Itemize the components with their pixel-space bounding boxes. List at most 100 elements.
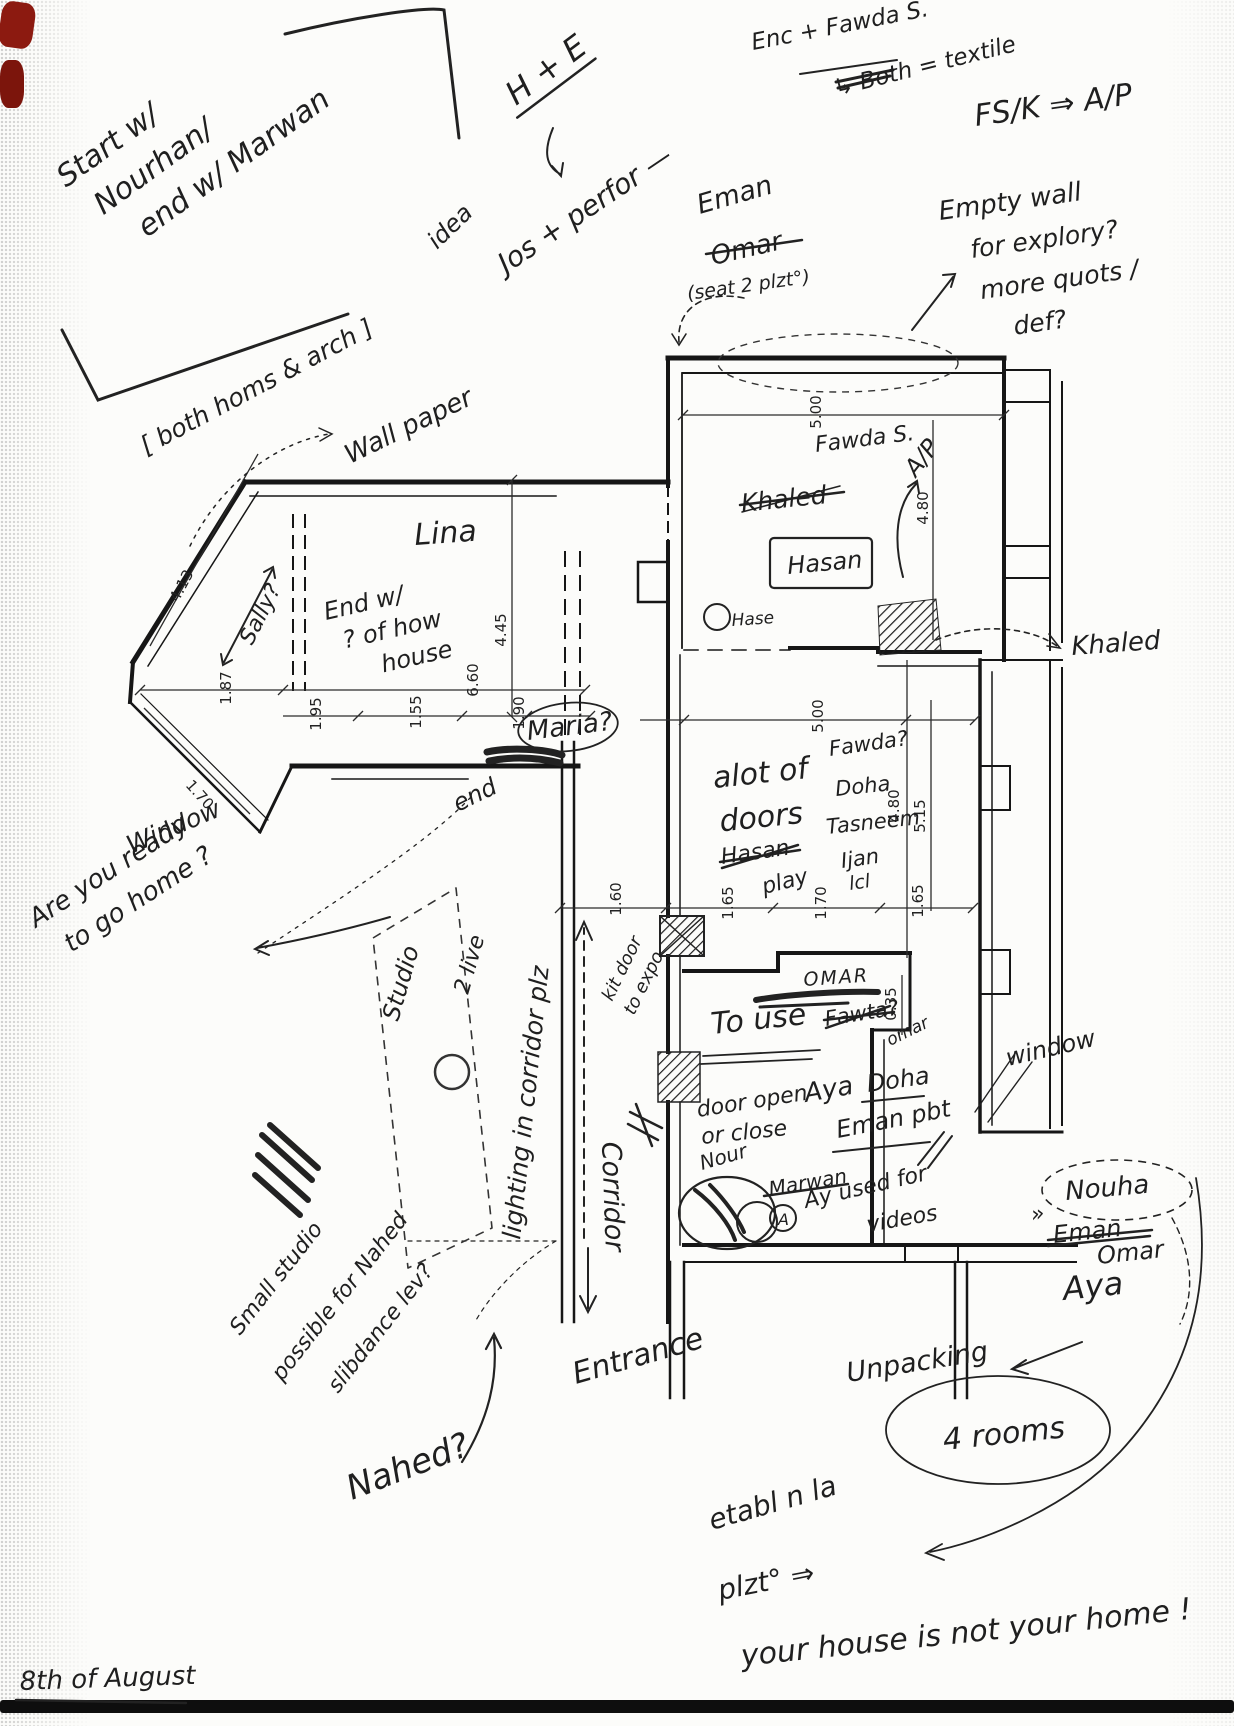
name-doha: Doha [834, 771, 891, 801]
double-arrow-icon [220, 565, 276, 667]
dim-ticks [677, 409, 1010, 421]
dim-label: 1.55 [407, 695, 425, 728]
circled-mark [703, 603, 731, 631]
dim-ticks [506, 474, 518, 723]
arrow-up-right-icon [911, 272, 957, 331]
dim-label: 5.00 [807, 395, 825, 428]
endw-note: End w/ ? of how house [321, 580, 455, 679]
unpacking-note: Unpacking [844, 1336, 990, 1389]
strokes [14, 59, 1193, 1705]
window-pointer-lines [974, 1051, 1033, 1123]
door-note: door open [695, 1081, 809, 1123]
name-lcl: lcl [848, 870, 873, 895]
note-line: for explory? [968, 214, 1120, 263]
hatch-marks [252, 598, 942, 1218]
wall [257, 763, 295, 835]
oval-scribble [693, 1183, 746, 1242]
strikethrough [834, 68, 895, 90]
circled-a-icon [769, 1204, 797, 1232]
arrowhead [575, 919, 593, 941]
underline [799, 59, 898, 75]
arrow-down-icon [546, 127, 564, 179]
studio-live-note: 2 live [450, 932, 491, 996]
window-mullion [979, 765, 1011, 811]
dim-label: 4.45 [492, 613, 510, 646]
dim-label: 4.13 [166, 567, 198, 605]
play-note: play [758, 864, 811, 900]
name-fawda: Fawda S. [814, 421, 916, 458]
alot-of-doors-note: alot of doors [711, 751, 814, 840]
dotted-curve [257, 797, 471, 954]
ay-used-note: videos [865, 1201, 940, 1238]
four-rooms-note: 4 rooms [941, 1410, 1067, 1458]
name-aya2: Aya [1059, 1264, 1125, 1308]
etabl-note: plzt° ⇒ [714, 1556, 817, 1607]
are-you-ready-note: Are you ready to go home ? [22, 809, 219, 959]
arrow-curved-icon [678, 295, 745, 343]
arrowhead [318, 427, 334, 442]
dim-ticks [352, 710, 596, 722]
underline [14, 1698, 188, 1705]
dim-label: 4.80 [914, 491, 932, 524]
house-quote: your house is not your home ! [738, 1592, 1193, 1674]
name-khaled-crossed: Khaled [740, 480, 828, 518]
arrow-curved-up-icon [460, 1331, 503, 1464]
dim-label: 4.80 [885, 789, 903, 822]
dim-label: 5.00 [809, 699, 827, 732]
big-curved-arrow-icon [923, 1177, 1203, 1561]
scribble-circle [433, 1053, 471, 1091]
to-use-note: To use [709, 997, 808, 1042]
handwritten-annotations: Start w/ Nourhan/ end w/ Marwan H + E id… [19, 0, 1193, 1697]
eman-note: Eman [693, 170, 776, 221]
bracket-stroke [283, 7, 461, 140]
dim-line [149, 453, 259, 647]
scan-red-mark [0, 60, 24, 108]
underline [515, 57, 597, 119]
lighting-note: lighting in corridor plz [497, 964, 555, 1241]
dim-label: 1.60 [607, 882, 625, 915]
sketch-arrows [60, 7, 1203, 1561]
wall [146, 490, 260, 668]
name-doha2: Doha [865, 1061, 931, 1098]
entrance-arrow-down-icon [579, 1247, 597, 1315]
wall [129, 478, 249, 666]
hash-scribble [626, 1102, 664, 1148]
room-label-lina: Lina [413, 514, 478, 553]
strikethrough [1046, 1228, 1154, 1248]
wallpaper-note: Wall paper [340, 382, 480, 471]
note-line: doors [718, 796, 805, 840]
strikethrough [718, 843, 802, 870]
underline [700, 1049, 821, 1065]
name-hasan-boxed: Hasan [786, 546, 863, 580]
eman-pbt-note: Eman pbt [834, 1094, 955, 1144]
dashed-oval-wall [717, 333, 959, 393]
omar-underline [758, 1001, 850, 1009]
sally-note: Sally? [235, 580, 287, 649]
door-hatch [657, 1051, 701, 1103]
entrance-label: Entrance [569, 1321, 708, 1392]
nouha-dashed-oval [1041, 1159, 1193, 1221]
dim-label: 1.65 [719, 886, 737, 919]
dim-label: 6.60 [464, 663, 482, 696]
wall-hatch [877, 598, 942, 656]
arrow-left-icon [1009, 1341, 1083, 1375]
arrow-left-icon [252, 916, 391, 956]
fsk-note: FS/K ⇒ A/P [972, 77, 1135, 134]
corridor-label: Corridor [595, 1141, 630, 1254]
empty-wall-note: Empty wall for explory? more quots / def… [937, 177, 1143, 341]
arrow-right-dashed-icon [935, 628, 1058, 647]
he-detail: Jos + perfor — [487, 139, 678, 283]
scribble-blob [483, 745, 566, 767]
nahed-question: Nahed? [341, 1425, 475, 1508]
studio-label: Studio [377, 942, 425, 1023]
dim-label: 1.70 [812, 886, 830, 919]
enc-note: Enc + Fawda S. [749, 0, 930, 56]
circled-a-letter: A [777, 1210, 789, 1229]
scribbled-oval [677, 1175, 777, 1251]
name-fawda2: Fawda? [827, 726, 909, 761]
name-ijan: Ijan [839, 844, 880, 873]
window-wall [128, 700, 262, 834]
window-sill [1003, 545, 1051, 579]
omar-caps: OMAR [803, 964, 870, 991]
